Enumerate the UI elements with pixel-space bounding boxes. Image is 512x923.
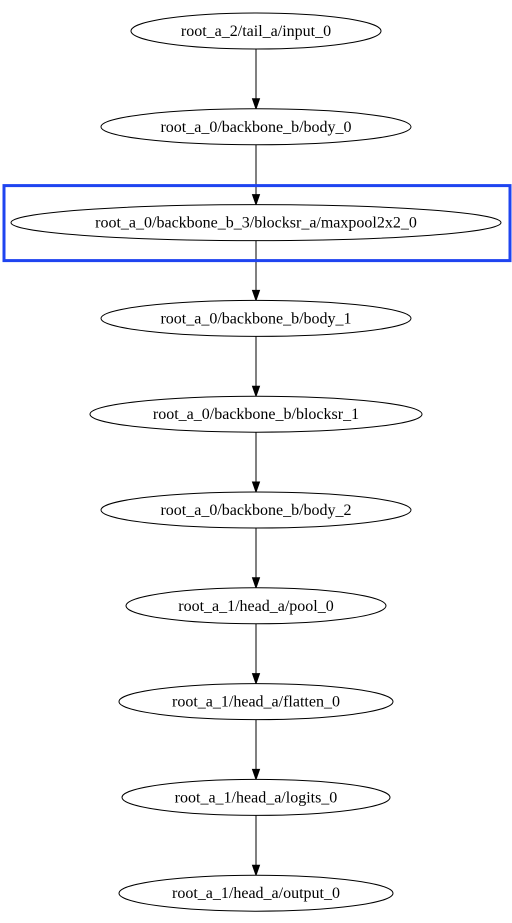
edge-arrow	[251, 719, 261, 781]
node-label: root_a_0/backbone_b/blocksr_1	[153, 406, 359, 423]
node-label: root_a_1/head_a/output_0	[172, 885, 340, 902]
arrowhead-icon	[251, 481, 261, 494]
node-ellipse	[100, 108, 412, 146]
edge-arrow	[251, 240, 261, 302]
edge-arrow	[251, 336, 261, 398]
node-label: root_a_1/head_a/pool_0	[178, 598, 334, 615]
graph-node[interactable]: root_a_1/head_a/output_0	[118, 874, 394, 912]
edge-arrow	[251, 49, 261, 111]
graph-node[interactable]: root_a_0/backbone_b/blocksr_1	[89, 395, 423, 433]
node-label: root_a_0/backbone_b/body_0	[160, 119, 351, 136]
graph-node[interactable]: root_a_0/backbone_b/body_0	[100, 108, 412, 146]
selection-highlight-box	[2, 184, 512, 263]
node-ellipse	[118, 683, 394, 721]
arrowhead-icon	[251, 289, 261, 302]
node-label: root_a_1/head_a/flatten_0	[172, 694, 340, 711]
edge-arrow	[251, 432, 261, 494]
node-label: root_a_2/tail_a/input_0	[181, 23, 331, 40]
node-label: root_a_0/backbone_b_3/blocksr_a/maxpool2…	[95, 215, 417, 232]
node-ellipse	[118, 874, 394, 912]
node-ellipse	[121, 778, 391, 816]
arrowhead-icon	[251, 385, 261, 398]
arrowhead-icon	[251, 194, 261, 207]
node-ellipse	[100, 299, 412, 337]
graph-node[interactable]: root_a_1/head_a/logits_0	[121, 778, 391, 816]
graph-node[interactable]: root_a_1/head_a/pool_0	[125, 587, 387, 625]
edge-arrow	[251, 528, 261, 590]
node-label: root_a_0/backbone_b/body_2	[160, 502, 351, 519]
node-label: root_a_0/backbone_b/body_1	[160, 310, 351, 327]
node-ellipse	[125, 587, 387, 625]
arrowhead-icon	[251, 864, 261, 877]
node-ellipse	[130, 12, 382, 50]
edge-arrow	[251, 623, 261, 686]
arrowhead-icon	[251, 673, 261, 686]
nodes-layer: root_a_2/tail_a/input_0 root_a_0/backbone…	[10, 12, 502, 912]
graph-node[interactable]: root_a_2/tail_a/input_0	[130, 12, 382, 50]
node-ellipse	[100, 491, 412, 529]
highlight-layer	[2, 184, 512, 263]
graph-node[interactable]: root_a_0/backbone_b/body_2	[100, 491, 412, 529]
edges-layer	[251, 49, 261, 877]
arrowhead-icon	[251, 577, 261, 590]
arrowhead-icon	[251, 98, 261, 111]
node-ellipse	[10, 204, 502, 242]
graph-node[interactable]: root_a_0/backbone_b/body_1	[100, 299, 412, 337]
graph-node[interactable]: root_a_0/backbone_b_3/blocksr_a/maxpool2…	[10, 204, 502, 242]
arrowhead-icon	[251, 768, 261, 781]
edge-arrow	[251, 144, 261, 207]
node-label: root_a_1/head_a/logits_0	[175, 789, 338, 806]
edge-arrow	[251, 815, 261, 877]
graph-node[interactable]: root_a_1/head_a/flatten_0	[118, 683, 394, 721]
node-ellipse	[89, 395, 423, 433]
